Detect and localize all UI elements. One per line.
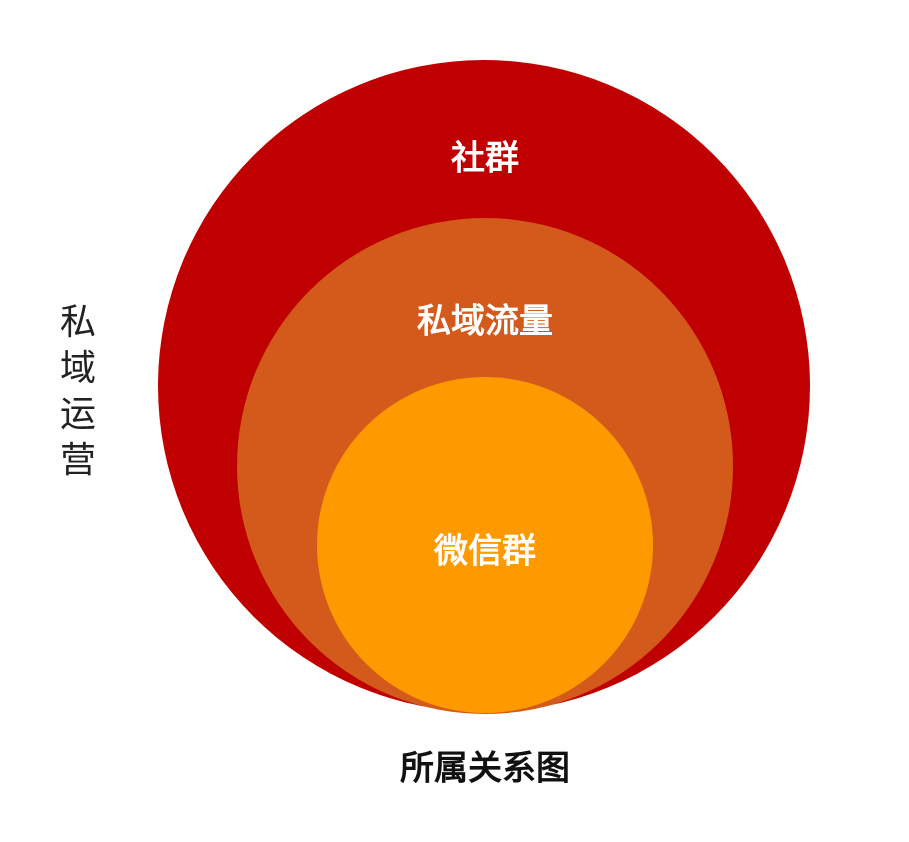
circle-wechat-group [317, 377, 653, 713]
side-label: 私域运营 [59, 302, 96, 481]
label-private-traffic: 私域流量 [417, 301, 553, 342]
label-community: 社群 [451, 138, 519, 179]
diagram-title: 所属关系图 [400, 748, 570, 789]
label-wechat-group: 微信群 [434, 531, 536, 572]
